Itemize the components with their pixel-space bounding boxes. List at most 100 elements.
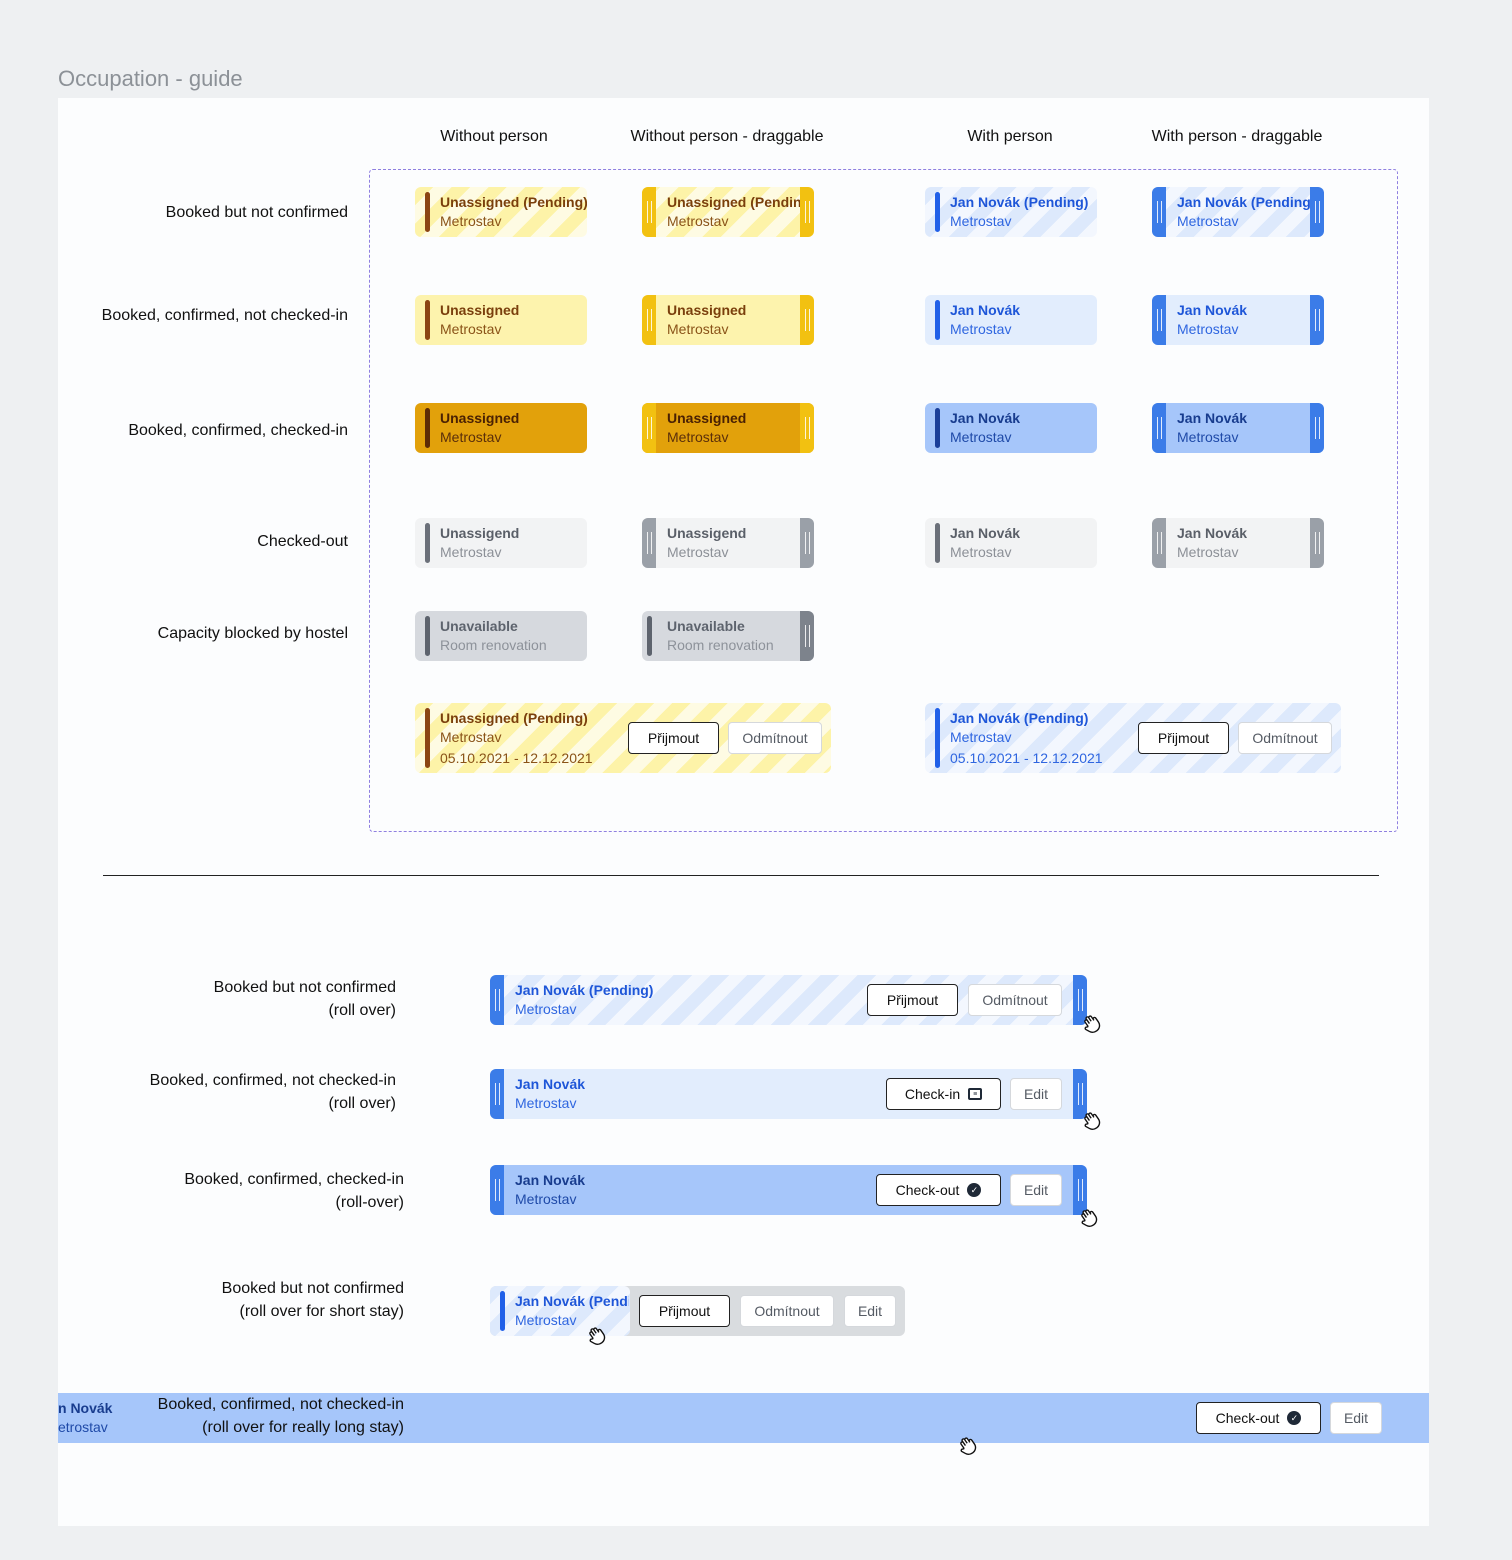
card-title: Unassigned (Pending) bbox=[440, 710, 588, 726]
card-company: Metrostav bbox=[1177, 429, 1239, 445]
drag-handle-right[interactable] bbox=[800, 403, 814, 453]
status-bar bbox=[425, 523, 430, 563]
checkout-button[interactable]: Check-out✓ bbox=[1196, 1402, 1321, 1434]
drag-handle-right[interactable] bbox=[1073, 975, 1087, 1025]
rollover-action-tray: Jan Novák (Pendi Metrostav Přijmout Odmí… bbox=[490, 1286, 905, 1336]
drag-handle-left[interactable] bbox=[642, 295, 656, 345]
blocked-card-draggable[interactable]: Unavailable Room renovation bbox=[642, 611, 814, 661]
occupancy-card[interactable]: Unassigned (Pending) Metrostav bbox=[415, 187, 587, 237]
occupancy-card-draggable[interactable]: Jan Novák Metrostav bbox=[1152, 518, 1324, 568]
accept-button[interactable]: Přijmout bbox=[1138, 722, 1229, 754]
card-company: Metrostav bbox=[950, 729, 1012, 745]
decline-button[interactable]: Odmítnout bbox=[740, 1295, 834, 1327]
rollover-label: Booked but not confirmed(roll over) bbox=[213, 979, 396, 1019]
rollover-label: Booked, confirmed, not checked-in(roll o… bbox=[149, 1072, 396, 1112]
occupancy-card[interactable]: Jan Novák (Pending) Metrostav bbox=[925, 187, 1097, 237]
drag-handle-left[interactable] bbox=[1152, 187, 1166, 237]
rollover-card[interactable]: Jan Novák Metrostav Check-in≡ Edit bbox=[490, 1069, 1087, 1119]
occupancy-card-draggable[interactable]: Jan Novák (Pending) Metrostav bbox=[1152, 187, 1324, 237]
decline-button[interactable]: Odmítnout bbox=[728, 722, 822, 754]
rollover-card-short[interactable]: Jan Novák (Pendi Metrostav bbox=[490, 1286, 630, 1336]
drag-handle-right[interactable] bbox=[1310, 403, 1324, 453]
occupancy-card-draggable[interactable]: Jan Novák Metrostav bbox=[1152, 295, 1324, 345]
drag-handle-left[interactable] bbox=[1152, 518, 1166, 568]
occupancy-card-expanded[interactable]: Jan Novák (Pending) Metrostav 05.10.2021… bbox=[925, 703, 1341, 773]
status-bar bbox=[425, 300, 430, 340]
card-company: Metrostav bbox=[440, 213, 502, 229]
occupancy-card-draggable[interactable]: Unassigned Metrostav bbox=[642, 403, 814, 453]
drag-handle-right[interactable] bbox=[800, 187, 814, 237]
card-title: Unassigend bbox=[667, 525, 747, 541]
card-title: Unassigned bbox=[440, 302, 520, 318]
row-label: Booked but not confirmed bbox=[165, 204, 348, 221]
occupancy-card[interactable]: Jan Novák Metrostav bbox=[925, 295, 1097, 345]
drag-handle-right[interactable] bbox=[1310, 187, 1324, 237]
card-title: Unavailable bbox=[440, 618, 518, 634]
status-bar bbox=[647, 616, 652, 656]
drag-handle-left[interactable] bbox=[490, 1069, 504, 1119]
column-header: With person bbox=[967, 128, 1053, 145]
occupancy-card-draggable[interactable]: Jan Novák Metrostav bbox=[1152, 403, 1324, 453]
decline-button[interactable]: Odmítnout bbox=[968, 984, 1062, 1016]
card-dates: 05.10.2021 - 12.12.2021 bbox=[950, 750, 1103, 766]
edit-button[interactable]: Edit bbox=[1010, 1078, 1062, 1110]
rollover-card[interactable]: Jan Novák (Pending) Metrostav Přijmout O… bbox=[490, 975, 1087, 1025]
drag-handle-right[interactable] bbox=[1310, 295, 1324, 345]
blocked-card[interactable]: Unavailable Room renovation bbox=[415, 611, 587, 661]
card-reason: Room renovation bbox=[440, 637, 547, 653]
occupancy-card[interactable]: Jan Novák Metrostav bbox=[925, 518, 1097, 568]
accept-button[interactable]: Přijmout bbox=[628, 722, 719, 754]
drag-handle-right[interactable] bbox=[800, 295, 814, 345]
drag-handle-left[interactable] bbox=[490, 975, 504, 1025]
column-header: Without person bbox=[440, 128, 548, 145]
checkout-button[interactable]: Check-out✓ bbox=[876, 1174, 1001, 1206]
drag-handle-left[interactable] bbox=[642, 187, 656, 237]
edit-button[interactable]: Edit bbox=[1330, 1402, 1382, 1434]
rollover-card-long[interactable]: n Novák etrostav Check-out✓ Edit bbox=[58, 1393, 1429, 1443]
edit-button[interactable]: Edit bbox=[844, 1295, 896, 1327]
accept-button[interactable]: Přijmout bbox=[639, 1295, 730, 1327]
column-header: With person - draggable bbox=[1151, 128, 1323, 145]
occupancy-card[interactable]: Unassigned Metrostav bbox=[415, 295, 587, 345]
card-title: Unassigned bbox=[440, 410, 520, 426]
card-title: n Novák bbox=[58, 1400, 113, 1416]
card-company: Metrostav bbox=[667, 429, 729, 445]
drag-handle-right[interactable] bbox=[1310, 518, 1324, 568]
card-title: Unassigned bbox=[667, 302, 747, 318]
card-dates: 05.10.2021 - 12.12.2021 bbox=[440, 750, 593, 766]
drag-handle-left[interactable] bbox=[1152, 295, 1166, 345]
occupancy-card-draggable[interactable]: Unassigned Metrostav bbox=[642, 295, 814, 345]
accept-button[interactable]: Přijmout bbox=[867, 984, 958, 1016]
card-company: Metrostav bbox=[440, 544, 502, 560]
decline-button[interactable]: Odmítnout bbox=[1238, 722, 1332, 754]
drag-handle-right[interactable] bbox=[800, 518, 814, 568]
occupancy-card-draggable[interactable]: Unassigned (Pending Metrostav bbox=[642, 187, 814, 237]
rollover-label: Booked but not confirmed(roll over for s… bbox=[221, 1280, 404, 1320]
card-title: Jan Novák (Pending) bbox=[515, 982, 654, 998]
card-title: Jan Novák (Pending) bbox=[950, 194, 1089, 210]
drag-handle-left[interactable] bbox=[642, 403, 656, 453]
grab-hand-icon bbox=[1084, 1112, 1101, 1130]
drag-handle-left[interactable] bbox=[642, 518, 656, 568]
checkin-button[interactable]: Check-in≡ bbox=[886, 1078, 1001, 1110]
drag-handle-left[interactable] bbox=[1152, 403, 1166, 453]
card-company: Metrostav bbox=[950, 429, 1012, 445]
card-title: Jan Novák (Pendi bbox=[515, 1293, 629, 1309]
drag-handle-right[interactable] bbox=[1073, 1165, 1087, 1215]
status-bar bbox=[935, 192, 940, 232]
card-company: Metrostav bbox=[667, 544, 729, 560]
grab-hand-icon bbox=[1081, 1209, 1098, 1227]
edit-button[interactable]: Edit bbox=[1010, 1174, 1062, 1206]
occupancy-card-expanded[interactable]: Unassigned (Pending) Metrostav 05.10.202… bbox=[415, 703, 831, 773]
card-company: Metrostav bbox=[667, 321, 729, 337]
occupancy-card-draggable[interactable]: Unassigend Metrostav bbox=[642, 518, 814, 568]
drag-handle-left[interactable] bbox=[490, 1165, 504, 1215]
rollover-card[interactable]: Jan Novák Metrostav Check-out✓ Edit bbox=[490, 1165, 1087, 1215]
drag-handle-right[interactable] bbox=[800, 611, 814, 661]
row-label: Capacity blocked by hostel bbox=[157, 625, 348, 642]
occupancy-card[interactable]: Jan Novák Metrostav bbox=[925, 403, 1097, 453]
rollover-label: Booked, confirmed, not checked-in(roll o… bbox=[157, 1396, 404, 1436]
occupancy-card[interactable]: Unassigend Metrostav bbox=[415, 518, 587, 568]
drag-handle-right[interactable] bbox=[1073, 1069, 1087, 1119]
occupancy-card[interactable]: Unassigned Metrostav bbox=[415, 403, 587, 453]
